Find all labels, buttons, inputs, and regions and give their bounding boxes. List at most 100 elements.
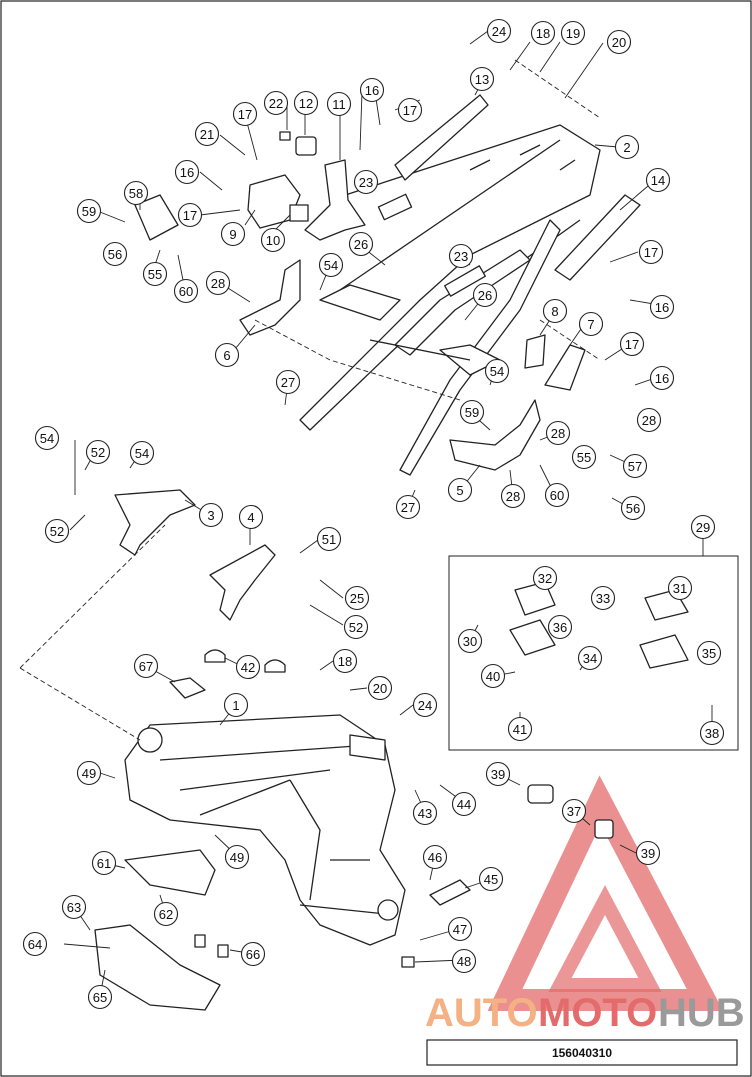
callout-34: 34 [577,645,603,671]
callout-circle [102,241,128,267]
kit-box [448,555,739,751]
callout-67: 67 [133,653,159,679]
callout-number: 36 [553,620,567,635]
callout-20: 20 [606,29,632,55]
callout-circle [457,628,483,654]
callout-number: 4 [247,510,254,525]
callout-49: 49 [76,760,102,786]
callout-circle [571,444,597,470]
guard-61 [124,849,216,896]
callout-circle [620,495,646,521]
callout-number: 54 [490,364,504,379]
callout-33: 33 [590,585,616,611]
part-37 [527,784,554,804]
callout-circle [348,231,374,257]
callout-circle [480,663,506,689]
callout-circle [260,227,286,253]
figure-number-box: 156040310 [426,1039,738,1066]
callout-49: 49 [224,844,250,870]
callout-circle [507,716,533,742]
watermark-logo: AUTO MOTO HUB [425,775,745,1035]
callout-number: 23 [359,175,373,190]
callout-63: 63 [61,894,87,920]
callout-number: 16 [655,371,669,386]
callout-16: 16 [359,77,385,103]
callout-number: 5 [456,483,463,498]
callout-43: 43 [412,800,438,826]
callout-number: 3 [207,508,214,523]
callout-54: 54 [34,425,60,451]
callout-65: 65 [87,984,113,1010]
callout-number: 54 [324,258,338,273]
callout-number: 17 [403,103,417,118]
bracket-4 [209,544,276,621]
part-37-b [594,819,614,839]
callout-number: 49 [230,850,244,865]
callout-number: 20 [612,35,626,50]
footpeg-58 [134,194,179,241]
callout-number: 16 [365,83,379,98]
callout-number: 42 [241,660,255,675]
callout-circle [91,850,117,876]
callout-circle [123,180,149,206]
callout-circle [174,159,200,185]
callout-number: 33 [596,591,610,606]
callout-26: 26 [472,282,498,308]
callout-circle [359,77,385,103]
callout-circle [636,407,662,433]
callout-circle [76,198,102,224]
part-67 [169,677,206,699]
callout-24: 24 [412,692,438,718]
callout-circle [486,18,512,44]
callout-number: 30 [463,634,477,649]
callout-circle [649,294,675,320]
callout-number: 21 [200,127,214,142]
callout-number: 24 [418,698,432,713]
callout-number: 17 [644,245,658,260]
callout-number: 56 [626,501,640,516]
watermark-hub: HUB [658,991,745,1035]
part-66-b [217,944,229,958]
callout-circle [44,518,70,544]
callout-number: 28 [642,413,656,428]
callout-circle [696,640,722,666]
callout-20: 20 [367,675,393,701]
callout-circle [561,798,587,824]
callout-circle [397,97,423,123]
callout-circle [667,575,693,601]
callout-number: 19 [566,26,580,41]
callout-number: 34 [583,651,597,666]
rear-subframe [299,124,601,476]
callout-number: 8 [551,304,558,319]
callout-24: 24 [486,18,512,44]
part-23-b [444,265,486,297]
callout-29: 29 [690,514,716,540]
callout-circle [173,278,199,304]
callout-number: 31 [673,581,687,596]
callout-circle [214,342,240,368]
kit-footpeg-35 [639,634,689,669]
callout-number: 39 [641,846,655,861]
callout-28: 28 [545,420,571,446]
callout-circle [545,420,571,446]
callout-57: 57 [622,453,648,479]
callout-number: 17 [183,208,197,223]
callout-circle [560,20,586,46]
callout-circle [205,270,231,296]
callout-number: 56 [108,247,122,262]
callout-number: 49 [82,766,96,781]
callout-19: 19 [560,20,586,46]
callout-32: 32 [532,565,558,591]
bush-12 [295,136,317,156]
callout-circle [326,91,352,117]
callout-28: 28 [500,483,526,509]
callout-circle [194,121,220,147]
callout-number: 20 [373,681,387,696]
callout-number: 16 [655,300,669,315]
callout-17: 17 [232,101,258,127]
callout-circle [240,941,266,967]
callout-circle [220,221,246,247]
callout-number: 45 [484,872,498,887]
callout-circle [619,331,645,357]
